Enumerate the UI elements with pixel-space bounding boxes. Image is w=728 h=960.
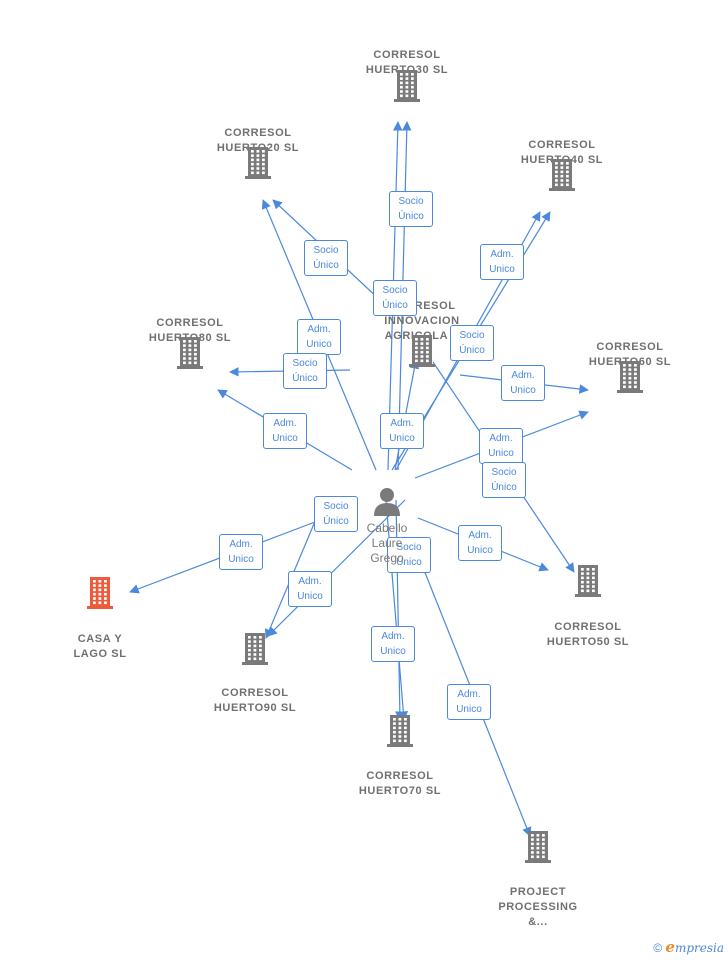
relation-label[interactable]: Adm. Unico: [479, 428, 523, 464]
relation-label[interactable]: Adm. Unico: [297, 319, 341, 355]
relation-label[interactable]: Adm. Unico: [501, 365, 545, 401]
relation-label[interactable]: Adm. Unico: [288, 571, 332, 607]
building-icon: [240, 631, 270, 670]
relation-label[interactable]: Socio Único: [389, 191, 433, 227]
building-icon: [573, 563, 603, 602]
building-icon: [392, 68, 422, 107]
building-icon: [175, 335, 205, 374]
company-label: CORRESOL HUERTO70 SL: [358, 770, 442, 797]
brand-logo[interactable]: empresia: [665, 938, 724, 956]
relation-label[interactable]: Adm. Unico: [263, 413, 307, 449]
building-icon: [385, 713, 415, 752]
footer-brand: © empresia: [653, 938, 724, 956]
company-label: CASA Y LAGO SL: [73, 633, 127, 660]
relation-label[interactable]: Adm. Unico: [480, 244, 524, 280]
relation-label[interactable]: Socio Único: [283, 353, 327, 389]
relation-label[interactable]: Socio Único: [314, 496, 358, 532]
company-label: PROJECT PROCESSING &...: [498, 886, 578, 928]
building-icon: [523, 829, 553, 868]
person-name: Cabello Laure Grego: [366, 521, 408, 565]
edge-line: [385, 499, 409, 721]
edge-line: [395, 499, 405, 721]
relation-label[interactable]: Adm. Unico: [447, 684, 491, 720]
relation-label[interactable]: Socio Único: [450, 325, 494, 361]
person-icon: [374, 488, 400, 516]
relation-label[interactable]: Adm. Unico: [458, 525, 502, 561]
relation-label[interactable]: Socio Único: [373, 280, 417, 316]
building-icon: [85, 575, 115, 614]
relation-label[interactable]: Socio Único: [387, 537, 431, 573]
building-icon: [615, 359, 645, 398]
edge-line: [267, 499, 406, 637]
building-icon: [547, 157, 577, 196]
copyright-symbol: ©: [653, 941, 663, 955]
company-label: CORRESOL HUERTO50 SL: [546, 621, 630, 648]
relation-label[interactable]: Adm. Unico: [219, 534, 263, 570]
relation-label[interactable]: Socio Único: [304, 240, 348, 276]
company-label: CORRESOL HUERTO30 SL: [366, 49, 449, 76]
building-icon: [407, 333, 437, 372]
building-icon: [243, 145, 273, 184]
relation-label[interactable]: Socio Único: [482, 462, 526, 498]
company-label: CORRESOL HUERTO90 SL: [213, 687, 297, 714]
relation-label[interactable]: Adm. Unico: [380, 413, 424, 449]
relation-label[interactable]: Adm. Unico: [371, 626, 415, 662]
